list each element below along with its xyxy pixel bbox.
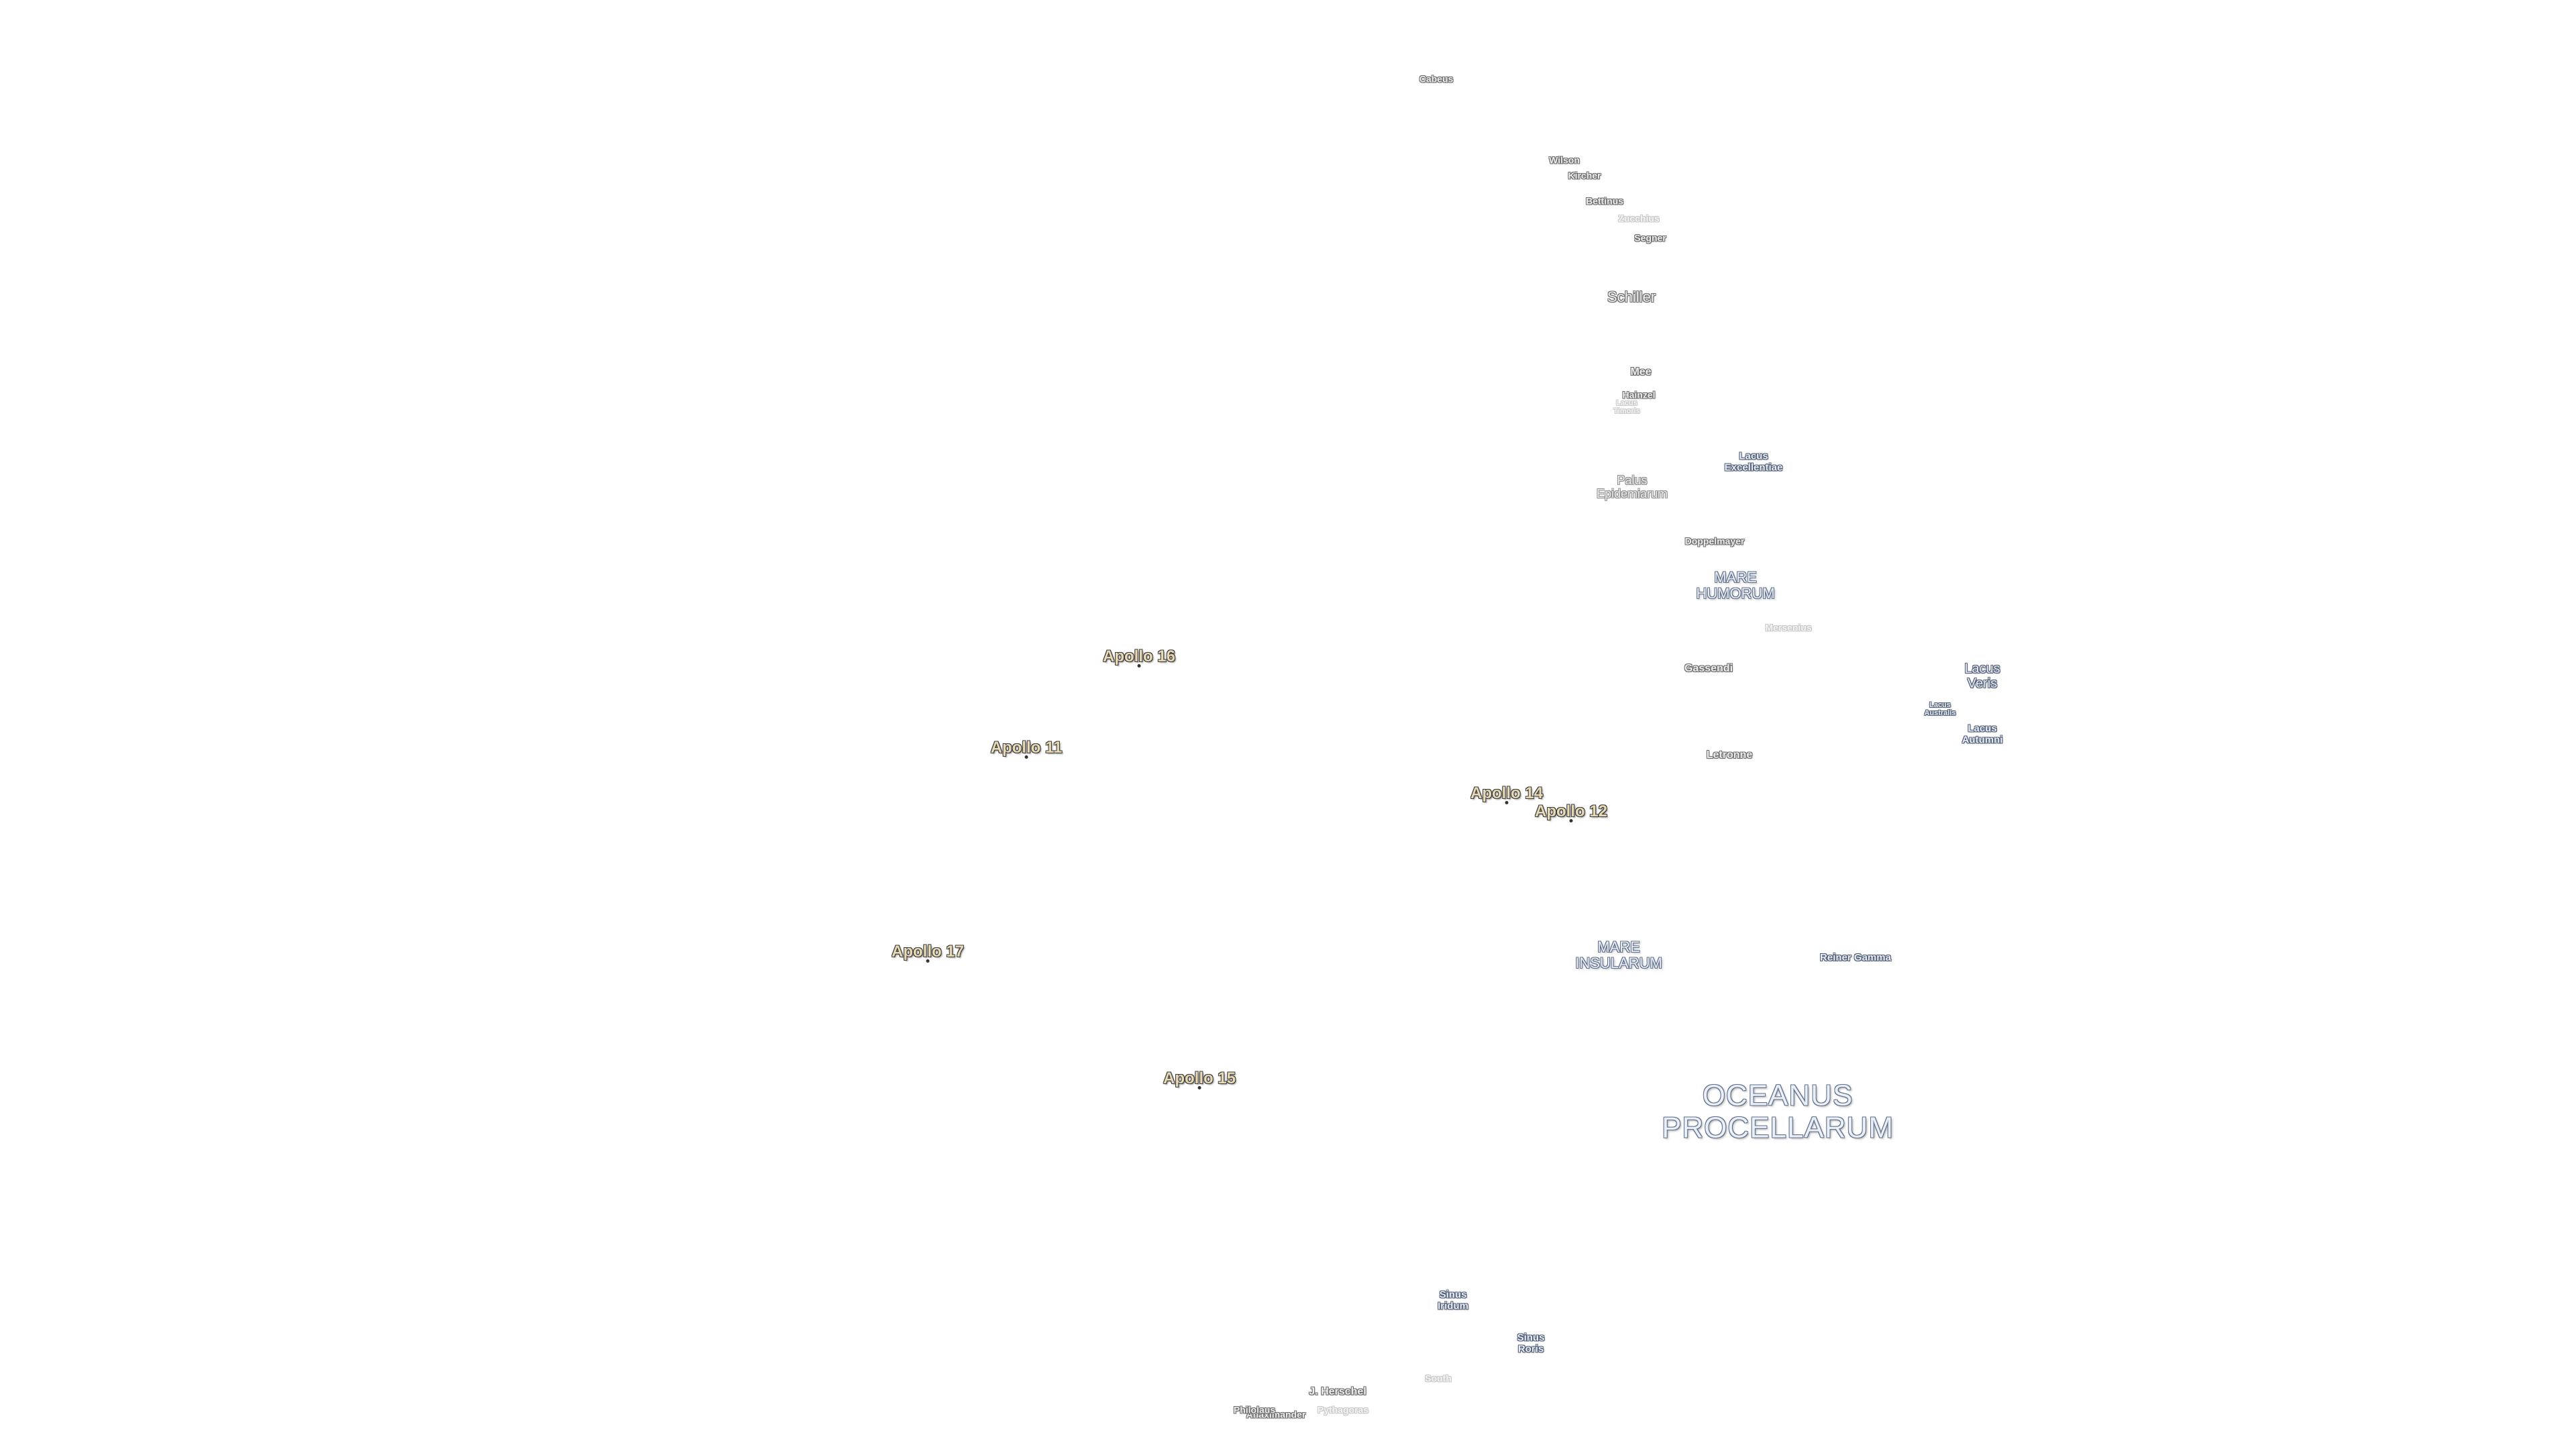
bettinus-label: Bettinus: [1586, 195, 1623, 207]
apollo-17-marker[interactable]: [926, 959, 930, 963]
mee-label: Mee: [1630, 366, 1652, 378]
apollo-11-marker[interactable]: [1024, 755, 1028, 759]
apollo-12-label[interactable]: Apollo 12: [1534, 802, 1608, 820]
apollo-15-label[interactable]: Apollo 15: [1163, 1069, 1236, 1087]
wilson-label: Wilson: [1549, 154, 1580, 166]
zucchius-label: Zucchius: [1618, 213, 1660, 224]
anaximander-label: Anaximander: [1246, 1409, 1306, 1420]
segner-label: Segner: [1634, 232, 1666, 244]
j-herschel-label: J. Herschel: [1309, 1386, 1366, 1398]
mare-insularum-label: MARE INSULARUM: [1575, 938, 1662, 971]
pythagoras-label: Pythagoras: [1317, 1404, 1369, 1415]
apollo-12-marker[interactable]: [1569, 819, 1573, 822]
apollo-15-marker[interactable]: [1197, 1086, 1201, 1089]
south-label: South: [1425, 1373, 1452, 1384]
hainzel-label: Hainzel: [1622, 389, 1656, 400]
doppelmayer-label: Doppelmayer: [1684, 535, 1745, 547]
palus-epidemiarum-label: Palus Epidemiarum: [1596, 474, 1668, 500]
apollo-16-label[interactable]: Apollo 16: [1102, 647, 1176, 665]
schiller-label: Schiller: [1607, 288, 1656, 305]
sinus-iridum-label: Sinus Iridum: [1438, 1289, 1468, 1311]
apollo-17-label[interactable]: Apollo 17: [891, 942, 965, 961]
gassendi-label: Gassendi: [1684, 663, 1733, 675]
lacus-veris-label: Lacus Veris: [1964, 661, 2000, 691]
lacus-excellentiae-label: Lacus Excellentiae: [1724, 450, 1783, 473]
lacus-timoris-label: Lacus Timoris: [1613, 398, 1640, 415]
oceanus-procellarum-label: OCEANUS PROCELLARUM: [1662, 1079, 1894, 1144]
philolaus-label: Philolaus: [1233, 1404, 1276, 1415]
apollo-14-marker[interactable]: [1505, 801, 1509, 804]
apollo-14-label[interactable]: Apollo 14: [1470, 784, 1544, 802]
sinus-roris-label: Sinus Roris: [1517, 1332, 1545, 1354]
cabeus-label: Cabeus: [1419, 73, 1454, 85]
apollo-11-label[interactable]: Apollo 11: [990, 738, 1063, 757]
lacus-australis-label: Lacus Australis: [1924, 700, 1956, 717]
mare-humorum-label: MARE HUMORUM: [1696, 568, 1775, 602]
letronne-label: Letronne: [1706, 749, 1753, 761]
lacus-autumni-label: Lacus Autumni: [1962, 722, 2003, 745]
reiner-gamma-label: Reiner Gamma: [1820, 951, 1891, 963]
kircher-label: Kircher: [1568, 170, 1601, 181]
mersenius-label: Mersenius: [1765, 622, 1812, 633]
apollo-16-marker[interactable]: [1137, 664, 1141, 667]
